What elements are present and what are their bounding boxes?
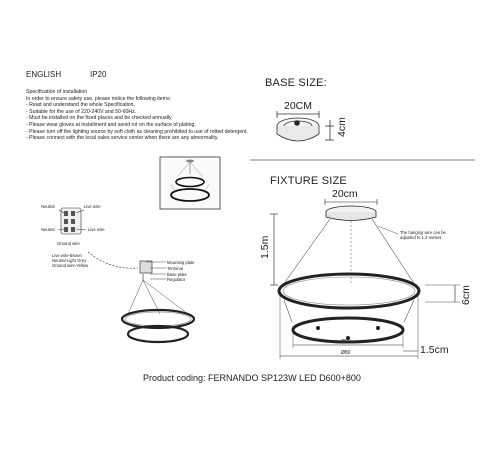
base-plate-drawing [276, 111, 334, 142]
wire-label-live: Live wire [84, 204, 101, 209]
ip-rating: IP20 [90, 70, 107, 79]
spec-line: In order to ensure safety use, please no… [26, 95, 172, 102]
installation-drawing [120, 260, 196, 344]
legend-line: Ground wire-Yellow [52, 263, 89, 268]
spec-line: - Please wear gloves at installment and … [26, 121, 196, 128]
outer-diameter-label: Ø80 [341, 350, 351, 356]
offset-label: 1.5cm [420, 344, 449, 356]
ring-height-label: 6cm [460, 285, 472, 305]
specification-block: Specification of installation In order t… [26, 89, 271, 142]
part-label: Regulator [167, 277, 186, 282]
wire-label-live: Live wire [88, 227, 105, 232]
base-height-label: 4cm [336, 117, 348, 137]
base-size-title: BASE SIZE: [265, 77, 327, 89]
fixture-size-title: FIXTURE SIZE [270, 175, 347, 187]
part-label: Base plate [167, 272, 187, 277]
wire-label-ground: Ground wire [57, 241, 80, 246]
wire-label-neutral: Neutral [41, 227, 55, 232]
spec-line: - Must be installed on the fixed places … [26, 115, 172, 122]
legend-line: Neutral-Light Grey [52, 258, 87, 263]
fixture-drawing [270, 199, 460, 359]
spec-title: Specification of installation [26, 89, 88, 95]
product-thumbnail [159, 156, 221, 210]
spec-line: - Suitable for the use of 220-240V and 5… [26, 108, 137, 115]
language-label: ENGLISH [26, 70, 62, 79]
hang-length-label: 1.5m [259, 235, 271, 259]
legend-line: Live wire-Brown [52, 253, 82, 258]
spec-line: - Please connect with the local sales se… [26, 135, 219, 142]
wire-color-legend: Live wire-Brown Neutral-Light Grey Groun… [52, 253, 88, 268]
inner-diameter-label: Ø60 [341, 339, 351, 345]
fixture-top-width: 20cm [332, 188, 358, 200]
wire-note: The hanging wire can be adjusted to 1.2 … [400, 230, 446, 240]
wiring-diagram [57, 207, 139, 269]
part-label: Mounting plate [167, 260, 195, 265]
part-label: Terminal [167, 266, 183, 271]
product-coding: Product coding: FERNANDO SP123W LED D600… [143, 373, 361, 383]
base-width-label: 20CM [284, 100, 313, 112]
wire-label-neutral: Neutral [41, 204, 55, 209]
spec-line: - Please turn off the lighting source by… [26, 128, 248, 135]
spec-line: - Read and understand the whole Specific… [26, 102, 136, 109]
